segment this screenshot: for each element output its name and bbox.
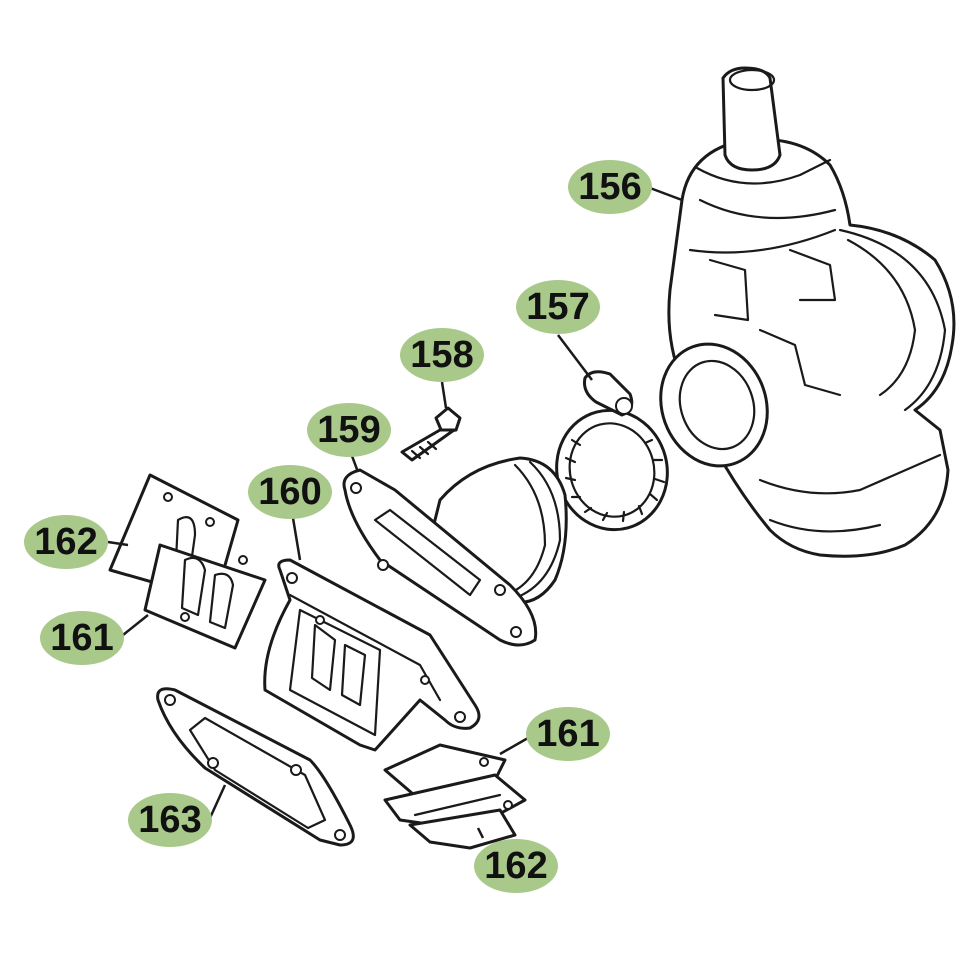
gasket-part [156, 687, 355, 847]
callout-badge [400, 328, 484, 382]
callout-badge [568, 160, 652, 214]
callout-163: 163 [128, 793, 212, 847]
callout-badge [526, 707, 610, 761]
callout-badge [516, 280, 600, 334]
callout-badge [248, 465, 332, 519]
callout-label: 162 [34, 521, 97, 563]
callout-badge [128, 793, 212, 847]
callout-badge [24, 515, 108, 569]
callout-162-right: 162 [474, 839, 558, 893]
callout-162-left: 162 [24, 515, 108, 569]
callout-label: 158 [410, 334, 473, 376]
callout-label: 160 [258, 471, 321, 513]
callout-badge [307, 403, 391, 457]
reed-petal-right-part [383, 743, 527, 850]
callout-badge [40, 611, 124, 665]
leader-lines [107, 186, 683, 839]
callout-label: 161 [50, 617, 113, 659]
callout-label: 161 [536, 713, 599, 755]
callout-160: 160 [248, 465, 332, 519]
callout-label: 159 [317, 409, 380, 451]
reed-block-part [263, 558, 481, 752]
callout-badge [474, 839, 558, 893]
callout-158: 158 [400, 328, 484, 382]
callout-label: 163 [138, 799, 201, 841]
intake-manifold-part [342, 456, 568, 647]
reed-petal-left-part [108, 473, 267, 650]
carburetor-part [659, 66, 956, 558]
callout-156: 156 [568, 160, 652, 214]
callout-label: 162 [484, 845, 547, 887]
callout-159: 159 [307, 403, 391, 457]
callout-161-right: 161 [526, 707, 610, 761]
callout-157: 157 [516, 280, 600, 334]
hose-clamp-part [555, 370, 669, 532]
callout-label: 157 [526, 286, 589, 328]
callout-161-left: 161 [40, 611, 124, 665]
callout-label: 156 [578, 166, 641, 208]
screw-part [400, 406, 462, 462]
